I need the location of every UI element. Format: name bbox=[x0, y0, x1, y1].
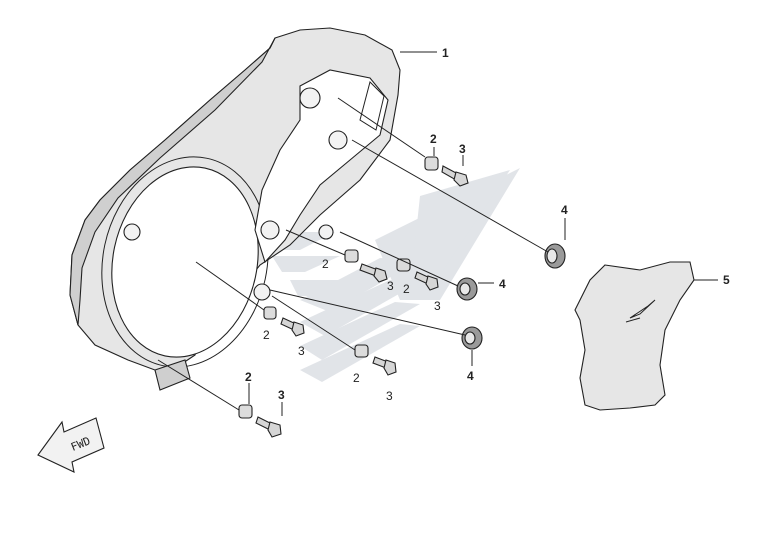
callout-3: 3 bbox=[386, 389, 393, 403]
callout-3: 3 bbox=[278, 388, 285, 402]
callout-2: 2 bbox=[430, 132, 437, 146]
callout-5: 5 bbox=[723, 273, 730, 287]
callout-3: 3 bbox=[459, 142, 466, 156]
side-panel-part-5 bbox=[574, 261, 695, 411]
callout-1: 1 bbox=[442, 46, 449, 60]
callout-2: 2 bbox=[353, 371, 360, 385]
forward-direction-arrow: FWD bbox=[37, 417, 105, 473]
callout-2: 2 bbox=[322, 257, 329, 271]
callout-3: 3 bbox=[434, 299, 441, 313]
callout-3: 3 bbox=[387, 279, 394, 293]
callout-2: 2 bbox=[263, 328, 270, 342]
grommets-part-4 bbox=[456, 243, 566, 350]
callout-2: 2 bbox=[245, 370, 252, 384]
callout-4: 4 bbox=[467, 369, 474, 383]
callout-3: 3 bbox=[298, 344, 305, 358]
main-cover-part-1 bbox=[69, 27, 401, 391]
spacers-part-2 bbox=[238, 156, 439, 419]
callout-labels: 1 2 3 4 5 2 3 2 3 4 2 3 2 3 4 2 3 bbox=[245, 46, 730, 403]
bolts-part-3 bbox=[255, 165, 469, 438]
callout-2: 2 bbox=[403, 282, 410, 296]
assembly-lines bbox=[157, 51, 718, 416]
watermark-logo bbox=[255, 168, 520, 382]
callout-4: 4 bbox=[499, 277, 506, 291]
callout-4: 4 bbox=[561, 203, 568, 217]
